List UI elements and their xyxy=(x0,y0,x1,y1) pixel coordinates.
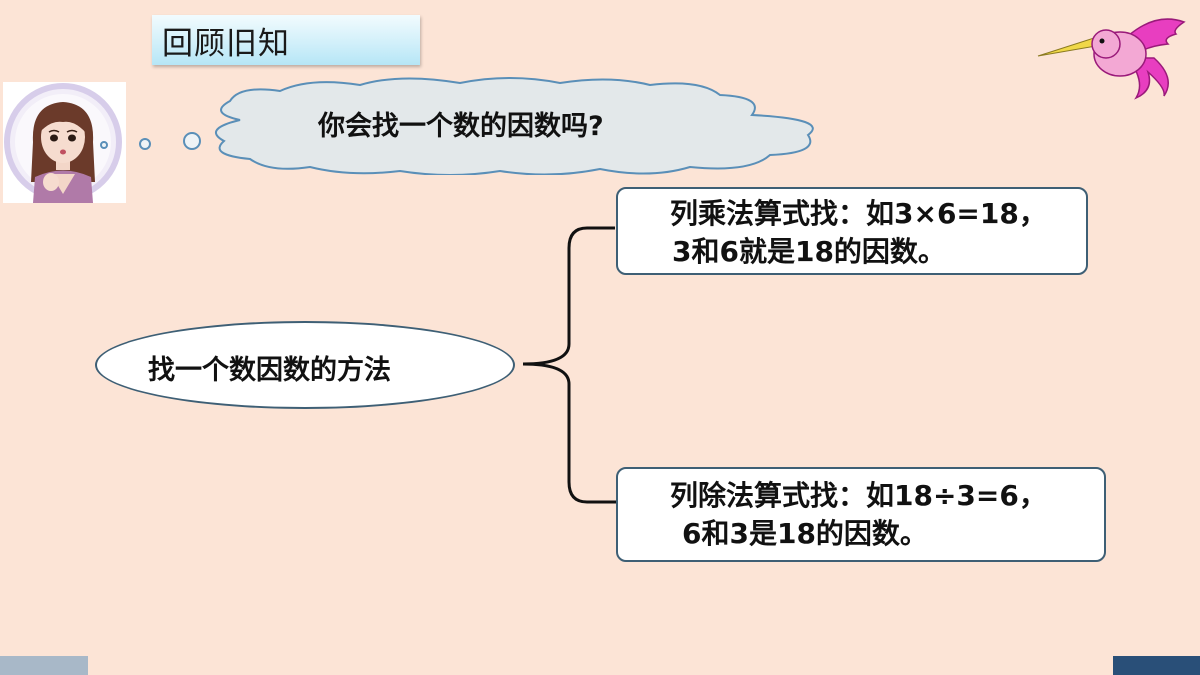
method-multiplication-line-2: 3和6就是18的因数。 xyxy=(672,235,946,268)
method-division-line-1: 列除法算式找：如18÷3=6， xyxy=(670,479,1047,512)
thought-cloud xyxy=(100,77,814,175)
footer-bar-right xyxy=(1113,656,1200,675)
hummingbird-icon xyxy=(1037,18,1186,100)
root-node-label: 找一个数因数的方法 xyxy=(148,355,391,386)
method-division-line-2: 6和3是18的因数。 xyxy=(682,517,928,550)
method-multiplication-line-1: 列乘法算式找：如3×6=18， xyxy=(670,197,1047,230)
method-multiplication-box: 列乘法算式找：如3×6=18， 3和6就是18的因数。 xyxy=(616,187,1088,275)
slide-title: 回顾旧知 xyxy=(162,25,290,62)
teacher-avatar xyxy=(3,82,126,203)
footer-bar-left xyxy=(0,656,88,675)
method-division-box: 列除法算式找：如18÷3=6， 6和3是18的因数。 xyxy=(616,467,1106,562)
question-text: 你会找一个数的因数吗? xyxy=(318,111,604,142)
root-node xyxy=(95,321,515,409)
slide-title-bar: 回顾旧知 xyxy=(152,15,420,65)
teacher-girl-illustration xyxy=(4,83,122,203)
brace-connector xyxy=(522,226,619,504)
